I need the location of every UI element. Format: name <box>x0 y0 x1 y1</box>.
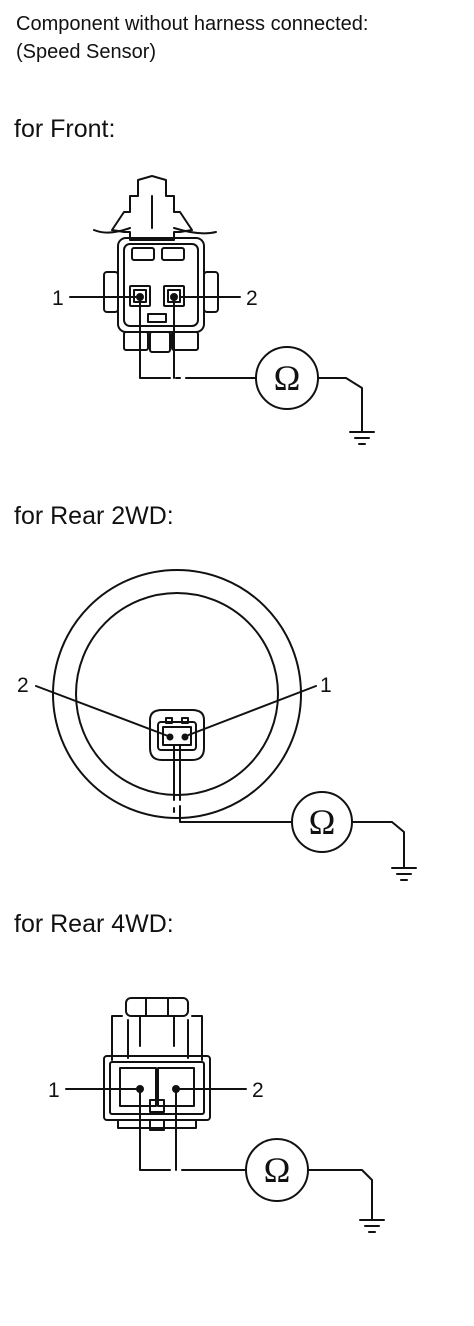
front-pin-2-label: 2 <box>246 287 258 310</box>
rear-2wd-sensor-diagram <box>35 569 417 881</box>
front-ohmmeter-icon <box>255 346 319 410</box>
rear-2wd-inner-ring <box>75 592 279 796</box>
rear-2wd-ohmmeter-icon <box>291 791 353 853</box>
front-ground-symbol-icon <box>349 431 375 445</box>
header-line-1: Component without harness connected: <box>16 13 369 35</box>
rear-2wd-connector-icon <box>149 709 205 761</box>
rear-4wd-ohm-symbol: Ω <box>264 1150 291 1190</box>
rear-4wd-connector-diagram <box>65 997 385 1233</box>
rear-4wd-pin-2-label: 2 <box>252 1079 264 1102</box>
section-title-rear-2wd: for Rear 2WD: <box>14 502 174 530</box>
section-title-rear-4wd: for Rear 4WD: <box>14 910 174 938</box>
rear-4wd-ohmmeter-icon <box>245 1138 309 1202</box>
rear-4wd-pin-1-label: 1 <box>48 1079 60 1102</box>
header-line-2: (Speed Sensor) <box>16 41 157 63</box>
front-ohm-symbol: Ω <box>274 358 301 398</box>
front-connector-diagram <box>69 175 375 445</box>
rear-2wd-ohm-symbol: Ω <box>309 802 336 842</box>
rear-2wd-pin-1-label: 1 <box>320 674 332 697</box>
rear-4wd-ground-symbol-icon <box>359 1219 385 1233</box>
rear-2wd-outer-ring <box>52 569 302 819</box>
rear-2wd-ground-symbol-icon <box>391 867 417 881</box>
front-connector-icon <box>93 175 219 353</box>
front-pin-1-label: 1 <box>52 287 64 310</box>
rear-2wd-pin-2-label: 2 <box>17 674 29 697</box>
rear-4wd-connector-icon <box>103 997 211 1131</box>
section-title-front: for Front: <box>14 115 116 143</box>
